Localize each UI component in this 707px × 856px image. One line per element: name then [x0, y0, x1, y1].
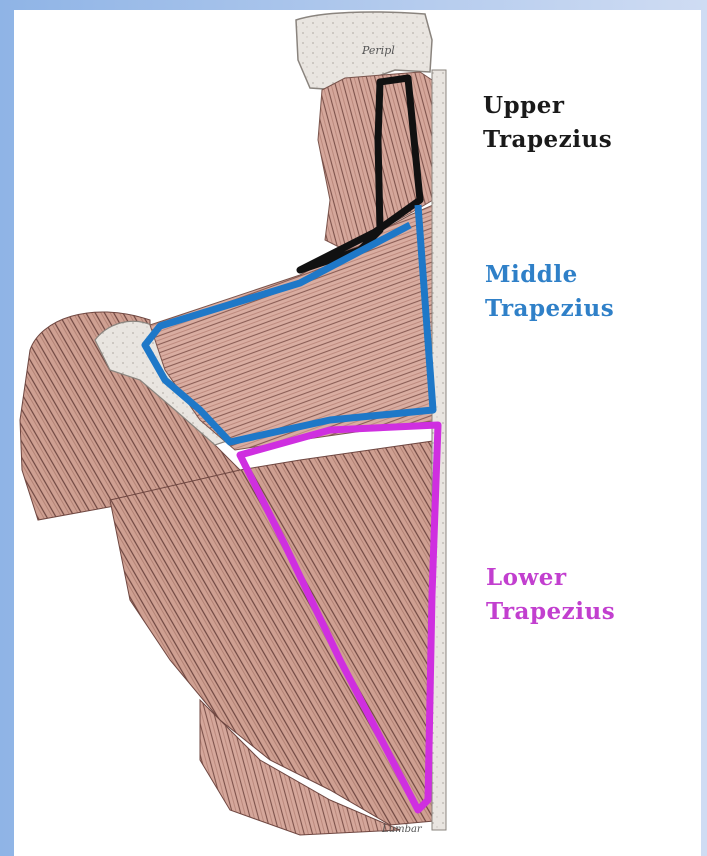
bone-label-bottom: Lumbar	[381, 824, 423, 835]
label-lower-line2: Trapezius	[486, 595, 615, 629]
label-middle-line2: Trapezius	[485, 292, 614, 326]
label-middle-line1: Middle	[485, 258, 614, 292]
label-middle-trapezius: Middle Trapezius	[485, 258, 614, 326]
bone-label-top: Peripl	[361, 44, 395, 57]
label-upper-line1: Upper	[483, 89, 612, 123]
label-upper-trapezius: Upper Trapezius	[483, 89, 612, 157]
label-lower-line1: Lower	[486, 561, 615, 595]
label-lower-trapezius: Lower Trapezius	[486, 561, 615, 629]
label-upper-line2: Trapezius	[483, 123, 612, 157]
